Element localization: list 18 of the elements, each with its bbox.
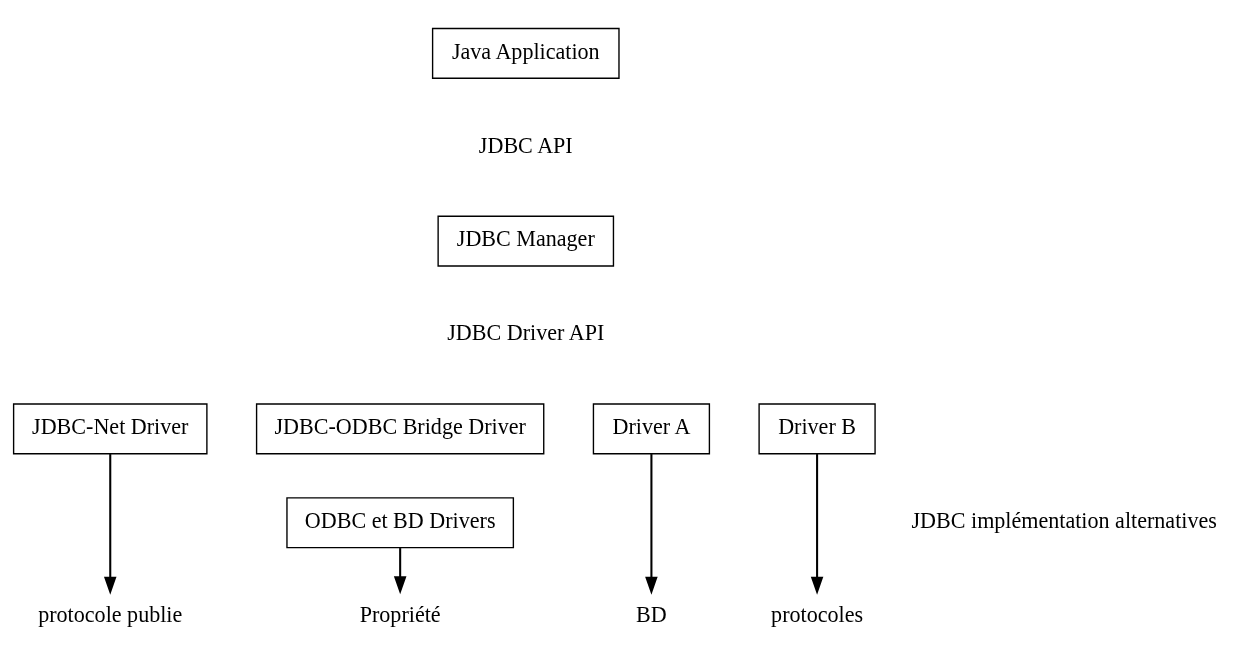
node-text: Propriété bbox=[359, 601, 441, 627]
label: JDBC implémentation alternatives bbox=[911, 508, 1217, 533]
node-text: protocole publie bbox=[38, 601, 183, 627]
node-text: protocoles bbox=[771, 601, 864, 627]
node-text: BD bbox=[636, 601, 667, 627]
node-box: JDBC Manager bbox=[437, 215, 615, 267]
arrow bbox=[103, 454, 117, 595]
arrow bbox=[393, 548, 407, 595]
node-box: ODBC et BD Drivers bbox=[286, 497, 515, 549]
node-box: Driver A bbox=[592, 403, 711, 455]
arrow bbox=[645, 454, 658, 595]
label: JDBC API bbox=[478, 132, 573, 158]
label: JDBC Driver API bbox=[447, 320, 605, 346]
node-box: Java Application bbox=[431, 27, 620, 79]
arrow bbox=[810, 454, 824, 595]
node-box: JDBC-ODBC Bridge Driver bbox=[255, 403, 545, 455]
node-box: Driver B bbox=[758, 403, 876, 455]
node-box: JDBC-Net Driver bbox=[12, 403, 208, 455]
